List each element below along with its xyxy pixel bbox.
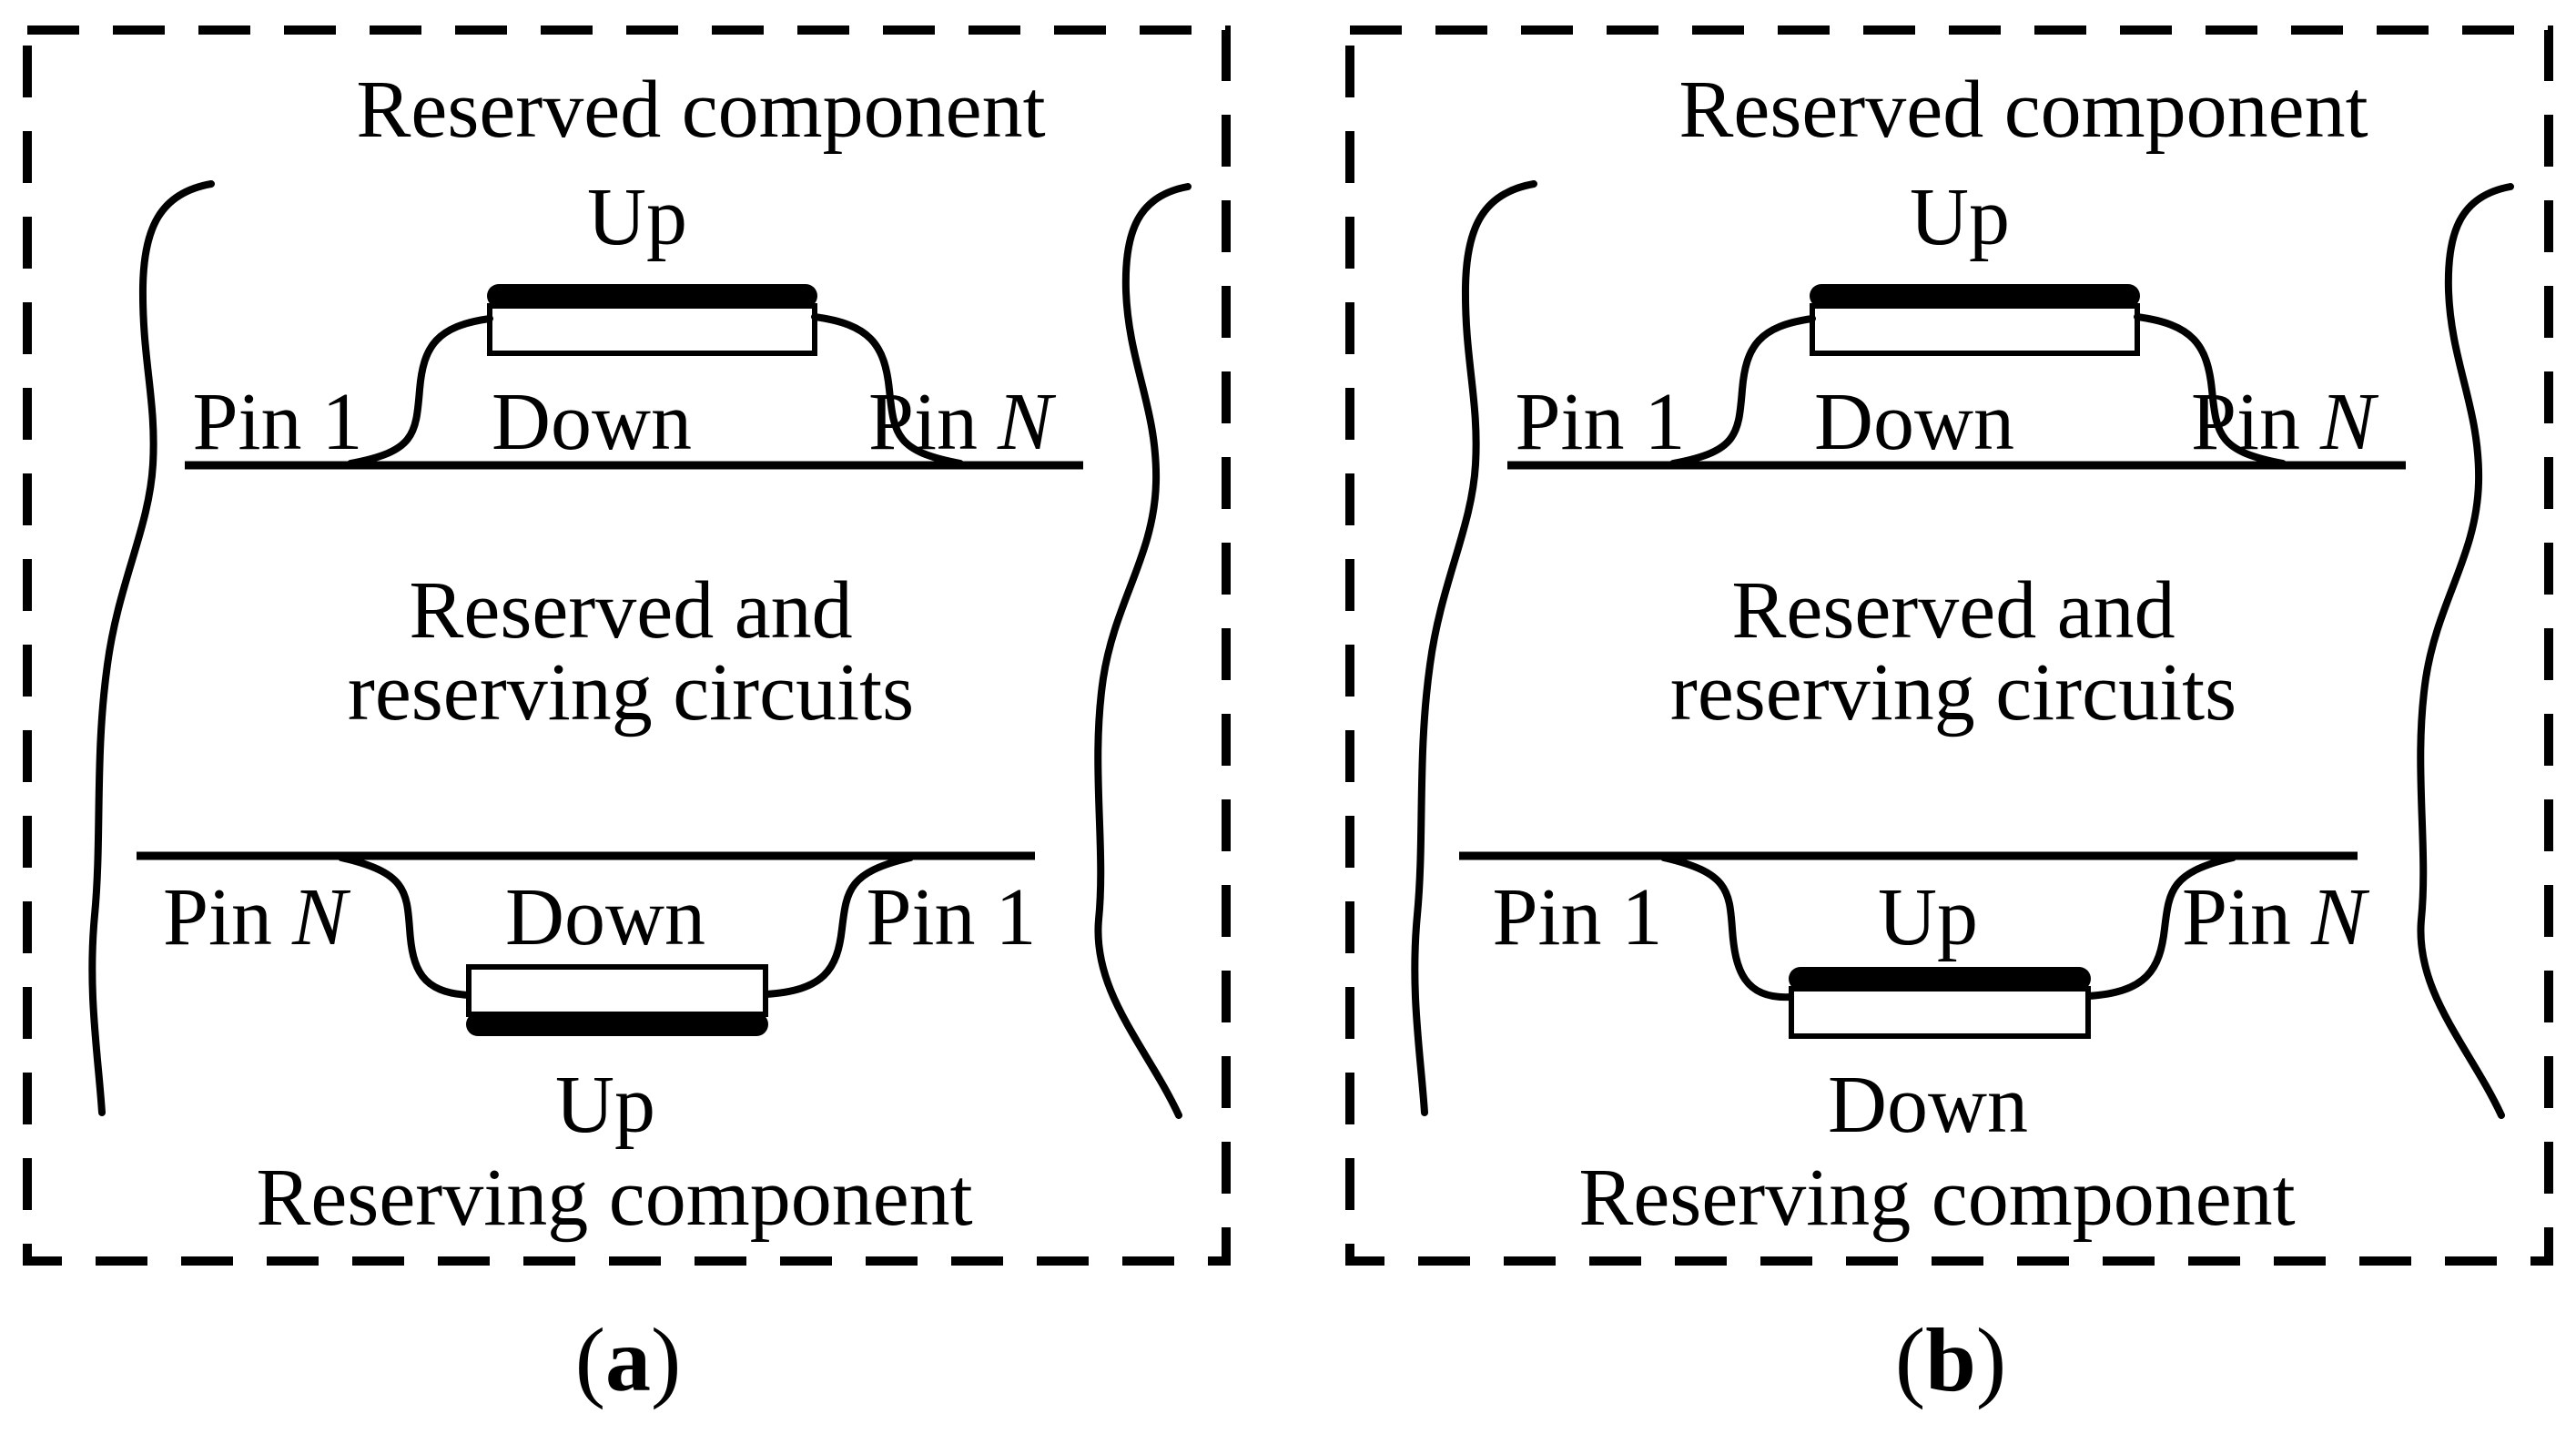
wavy-line-left xyxy=(1411,180,1537,1116)
component-body xyxy=(466,964,768,1017)
reserved-component-label: Reserved component xyxy=(356,65,1045,155)
wavy-line-right xyxy=(2417,183,2514,1119)
component-index-bar xyxy=(487,284,817,308)
orientation-up-label: Up xyxy=(587,172,687,262)
pin-curve-left xyxy=(347,315,493,467)
panel-a-dashed-border xyxy=(23,25,1231,1266)
wavy-line-right xyxy=(1094,183,1192,1119)
panel-b-dashed-border xyxy=(1345,25,2553,1266)
component-index-bar xyxy=(1810,284,2140,308)
caption-a: (a) xyxy=(575,1309,682,1410)
pin-curve-left xyxy=(1669,315,1816,467)
wavy-line-left xyxy=(88,180,215,1116)
component-body xyxy=(487,303,817,356)
down-side-label: Down xyxy=(505,872,705,962)
up-side-label: Up xyxy=(1878,872,1978,962)
down-side-label: Down xyxy=(1814,377,2014,467)
caption-b: (b) xyxy=(1895,1309,2006,1410)
component-body xyxy=(1810,303,2140,356)
pin-curve-left xyxy=(338,854,472,999)
component-body xyxy=(1789,986,2091,1039)
down-side-label: Down xyxy=(492,377,692,467)
circuits-text-line2: reserving circuits xyxy=(348,647,914,737)
pin-curve-right xyxy=(2084,854,2236,1000)
reserved-component-label: Reserved component xyxy=(1678,65,2368,155)
circuits-text-line2: reserving circuits xyxy=(1670,647,2236,737)
pin-curve-left xyxy=(1660,854,1795,1002)
circuits-text-line1: Reserved and xyxy=(409,565,852,656)
orientation-up-label: Up xyxy=(1910,172,2010,262)
component-index-bar xyxy=(466,1012,768,1036)
reserving-component-label: Reserving component xyxy=(256,1153,972,1243)
pin-curve-right xyxy=(811,313,964,467)
pin-curve-right xyxy=(2134,313,2287,467)
orientation-up-label: Up xyxy=(555,1060,655,1150)
reserving-component-label: Reserving component xyxy=(1578,1153,2295,1243)
orientation-down-label: Down xyxy=(1828,1060,2028,1150)
component-index-bar xyxy=(1789,967,2091,991)
circuits-text-line1: Reserved and xyxy=(1731,565,2175,656)
pin-curve-right xyxy=(762,854,914,998)
